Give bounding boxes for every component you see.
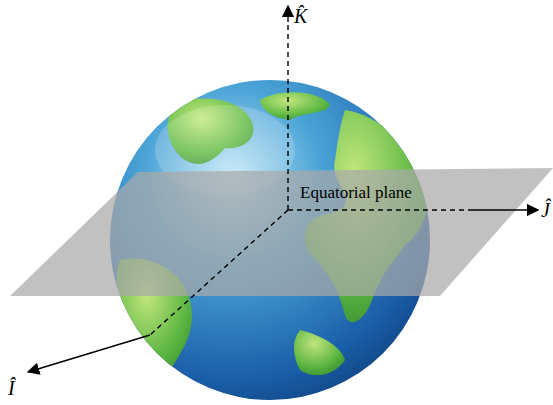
axis-label: Ĵ [541,200,550,220]
axes [28,6,538,372]
plane-label: Equatorial plane [300,184,412,201]
axis-label: K̂ [294,6,307,26]
axis-label: Î [8,378,15,398]
equatorial-plane [10,168,553,296]
